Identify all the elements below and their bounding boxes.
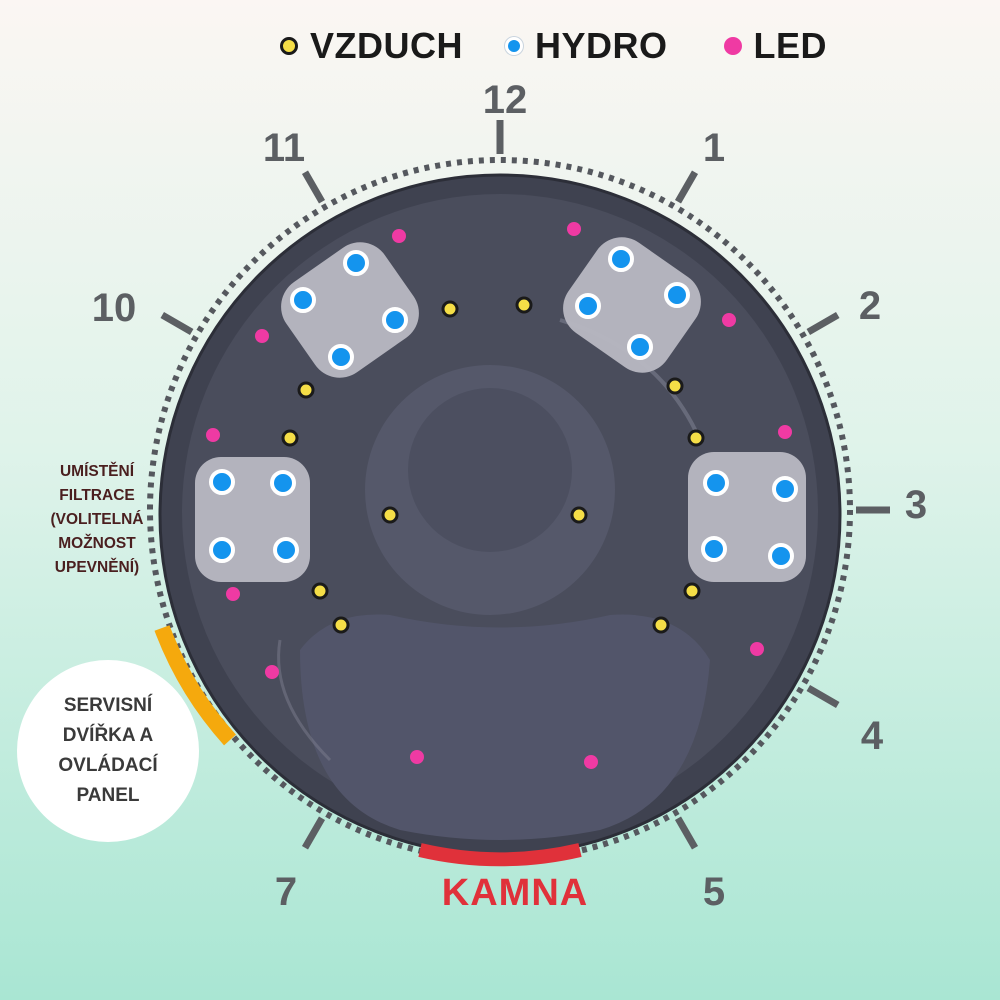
tick-mark-1 (674, 170, 699, 204)
led-jet-9 (410, 750, 424, 764)
service-door-label: SERVISNÍ DVÍŘKA A OVLÁDACÍ PANEL (17, 660, 199, 842)
tick-mark-5 (674, 816, 699, 850)
legend: VZDUCH HYDRO LED (280, 25, 828, 67)
legend-air: VZDUCH (280, 25, 463, 67)
air-jet-10 (332, 616, 350, 634)
clock-ticks (160, 120, 890, 850)
seat-pad-top-left (281, 242, 419, 378)
tub-footwell (300, 614, 710, 840)
air-jet-7 (570, 506, 588, 524)
clock-10: 10 (91, 286, 137, 330)
legend-led: LED (723, 25, 828, 67)
led-jet-0 (392, 229, 406, 243)
air-jet-11 (652, 616, 670, 634)
hydro-jet-11 (273, 537, 299, 563)
hydro-jet-13 (772, 476, 798, 502)
led-jet-10 (584, 755, 598, 769)
hydro-jet-10 (209, 537, 235, 563)
led-jet-7 (750, 642, 764, 656)
kamna-arc (418, 843, 582, 867)
outer-dotted-ring (147, 157, 853, 863)
air-jet-1 (515, 296, 533, 314)
tick-mark-7 (301, 816, 326, 850)
air-jet-8 (311, 582, 329, 600)
air-jet-5 (687, 429, 705, 447)
hydro-jet-9 (270, 470, 296, 496)
led-jet-2 (255, 329, 269, 343)
clock-12: 12 (482, 78, 528, 122)
hydro-jet-8 (209, 469, 235, 495)
legend-led-label: LED (753, 25, 828, 66)
legend-hydro-label: HYDRO (535, 25, 668, 66)
clock-1: 1 (702, 126, 726, 170)
hydro-jet-7 (627, 334, 653, 360)
led-jet-6 (226, 587, 240, 601)
clock-7: 7 (274, 870, 298, 914)
kamna-label: KAMNA (441, 872, 589, 914)
tick-mark-4 (806, 684, 840, 709)
legend-air-label: VZDUCH (310, 25, 463, 66)
hydro-jet-4 (608, 246, 634, 272)
air-jet-9 (683, 582, 701, 600)
tick-mark-10 (160, 311, 194, 336)
service-door-text: SERVISNÍ DVÍŘKA A OVLÁDACÍ PANEL (58, 695, 158, 806)
hydro-jet-6 (664, 282, 690, 308)
service-door-arc (154, 625, 236, 746)
tick-mark-11 (301, 170, 326, 204)
air-dot-icon (280, 37, 298, 55)
led-jet-1 (567, 222, 581, 236)
filter-location-note: UMÍSTĚNÍ FILTRACE (VOLITELNÁ MOŽNOST UPE… (50, 463, 144, 576)
tub-highlight-2 (277, 639, 332, 762)
jets-layer (206, 222, 798, 769)
air-jet-4 (281, 429, 299, 447)
hydro-jet-1 (290, 287, 316, 313)
hydro-jet-3 (328, 344, 354, 370)
seat-pad-top-right (563, 237, 701, 373)
led-dot-icon (723, 37, 742, 55)
hydro-jet-15 (768, 543, 794, 569)
clock-3: 3 (904, 483, 928, 527)
hydro-jet-14 (701, 536, 727, 562)
clock-4: 4 (860, 714, 884, 758)
hydro-dot-icon (505, 37, 523, 55)
led-jet-8 (265, 665, 279, 679)
clock-2: 2 (858, 284, 882, 328)
tick-mark-2 (806, 311, 840, 336)
hydro-jet-12 (703, 470, 729, 496)
led-jet-4 (206, 428, 220, 442)
hydro-jet-5 (575, 293, 601, 319)
air-jet-3 (666, 377, 684, 395)
air-jet-6 (381, 506, 399, 524)
led-jet-5 (778, 425, 792, 439)
led-jet-3 (722, 313, 736, 327)
central-well-inner (408, 388, 572, 552)
air-jet-2 (297, 381, 315, 399)
hydro-jet-0 (343, 250, 369, 276)
air-jet-0 (441, 300, 459, 318)
clock-5: 5 (702, 870, 726, 914)
hydro-jet-2 (382, 307, 408, 333)
clock-11: 11 (262, 126, 306, 170)
legend-hydro: HYDRO (505, 25, 668, 67)
